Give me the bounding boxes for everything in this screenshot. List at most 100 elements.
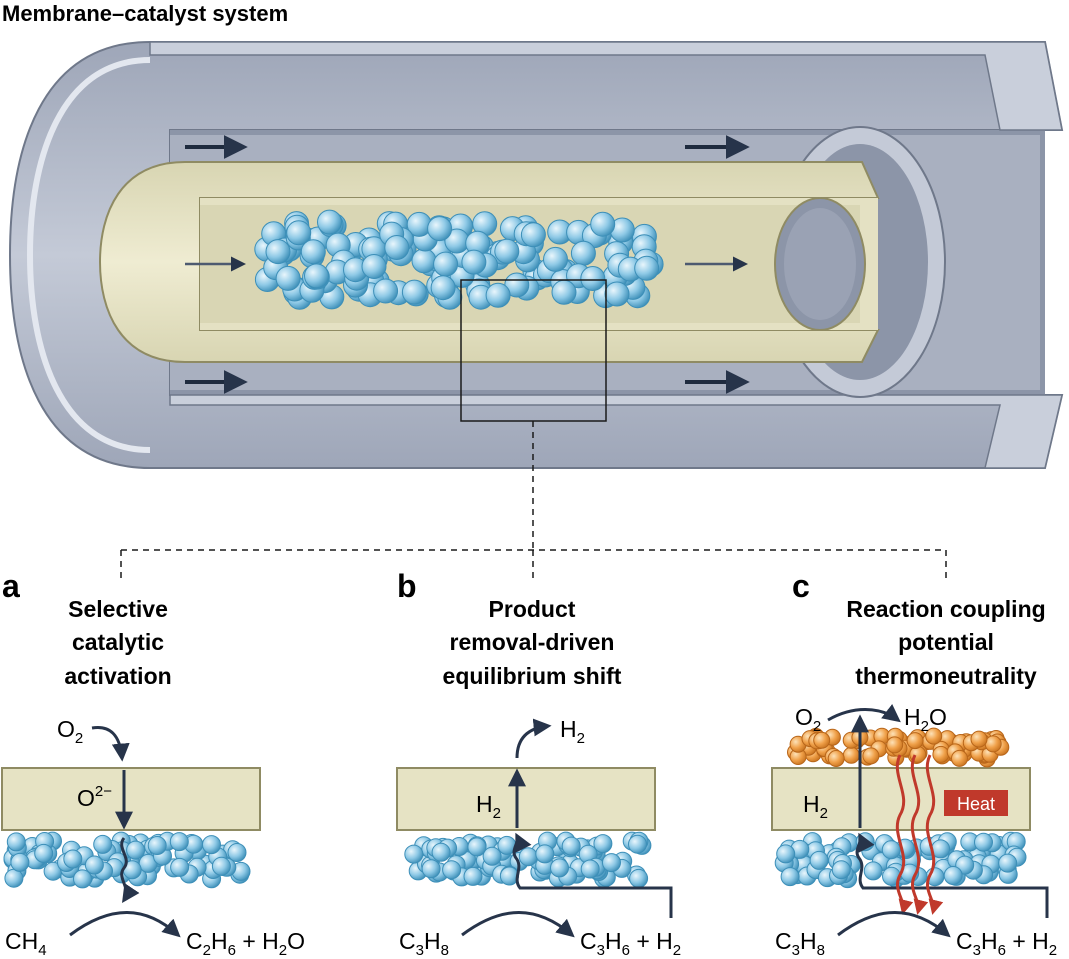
outer-tube-cut-bottom xyxy=(169,394,1063,469)
catalyst-bead xyxy=(951,749,968,767)
catalyst-bead xyxy=(634,255,660,281)
panel-a-membrane xyxy=(1,767,261,831)
catalyst-bead xyxy=(984,735,1002,753)
outer-tube xyxy=(8,41,1064,469)
catalyst-bed xyxy=(254,209,664,310)
catalyst-bead xyxy=(580,859,600,879)
catalyst-bead xyxy=(580,266,606,291)
panel-a-wavy-path xyxy=(120,837,140,903)
catalyst-bead xyxy=(227,843,247,862)
catalyst-bead xyxy=(780,867,800,887)
catalyst-bead xyxy=(431,842,451,862)
catalyst-bead xyxy=(433,251,459,277)
catalyst-bead xyxy=(427,216,453,242)
catalyst-bead xyxy=(925,727,943,745)
panel-c-title-1: Reaction coupling xyxy=(846,596,1045,622)
catalyst-bead xyxy=(304,263,329,289)
heat-badge xyxy=(944,790,1008,816)
panel-c-h2o: H2O xyxy=(904,704,947,735)
catalyst-bead xyxy=(831,860,851,880)
catalyst-bead xyxy=(463,866,483,886)
panel-b-h2-exit-arrow xyxy=(515,718,552,759)
panel-b-title-1: Product xyxy=(489,596,576,622)
panel-c-h2-membrane: H2 xyxy=(803,791,828,822)
panel-a-catalyst-layer xyxy=(3,831,251,889)
membrane-tube xyxy=(98,161,880,363)
panel-b-products: C3H6 + H2 xyxy=(580,928,681,959)
panel-c-o2-arrow xyxy=(827,704,901,723)
panel-c-letter: c xyxy=(792,568,810,604)
panel-a-title-1: Selective xyxy=(68,596,168,622)
figure-title: Membrane–catalyst system xyxy=(2,1,288,26)
panel-c-reaction-arrow xyxy=(837,911,951,938)
catalyst-bead xyxy=(813,731,831,749)
panel-b-reactant: C3H8 xyxy=(399,928,449,959)
catalyst-bead xyxy=(970,730,988,748)
catalyst-bead xyxy=(126,840,146,860)
panel-c-reactant: C3H8 xyxy=(775,928,825,959)
outer-tube-rim xyxy=(26,57,151,453)
panel-b-membrane xyxy=(396,767,656,831)
catalyst-bead xyxy=(84,855,104,875)
catalyst-bead xyxy=(4,868,24,888)
panel-a-o2: O2 xyxy=(57,716,83,747)
panel-a-o2-arrow xyxy=(91,725,130,762)
catalyst-bead xyxy=(73,869,92,889)
panel-b-product-path xyxy=(512,832,673,918)
catalyst-bead xyxy=(361,254,387,279)
panel-a-reaction-arrow xyxy=(69,911,181,938)
catalyst-bead xyxy=(604,281,630,307)
catalyst-bead xyxy=(317,209,342,235)
catalyst-bead xyxy=(401,279,427,305)
panel-c-products: C3H6 + H2 xyxy=(956,928,1057,959)
catalyst-bead xyxy=(430,275,456,301)
catalyst-bead xyxy=(499,866,519,886)
catalyst-bead xyxy=(827,750,845,767)
catalyst-bead xyxy=(169,832,189,852)
catalyst-bead xyxy=(809,850,829,870)
catalyst-bead xyxy=(862,747,880,765)
catalyst-bead xyxy=(34,843,54,863)
panel-b-h2-top: H2 xyxy=(560,716,585,747)
catalyst-bead xyxy=(421,859,441,879)
catalyst-bead xyxy=(570,240,596,266)
catalyst-bead xyxy=(520,222,546,248)
catalyst-bead xyxy=(974,832,993,852)
catalyst-bead xyxy=(202,835,221,855)
panel-a-title-2: catalytic xyxy=(72,629,164,655)
panel-b-catalyst-layer xyxy=(404,831,652,888)
catalyst-bead xyxy=(384,235,410,260)
catalyst-bead xyxy=(373,278,399,304)
catalyst-bead xyxy=(906,732,924,750)
catalyst-bead xyxy=(590,211,616,237)
catalyst-bead xyxy=(6,832,26,852)
heat-arrows xyxy=(895,754,944,915)
panel-a-reactant: CH4 xyxy=(5,928,47,959)
catalyst-bead xyxy=(535,844,555,864)
catalyst-bead xyxy=(404,844,424,864)
catalyst-bead xyxy=(998,853,1018,873)
catalyst-bead xyxy=(461,249,487,275)
panel-a: a Selective catalytic activation O2 O2− … xyxy=(1,568,305,959)
panel-b-title-2: removal-driven xyxy=(450,629,615,655)
catalyst-bead xyxy=(275,265,301,291)
catalyst-bead xyxy=(943,866,963,885)
catalyst-bead xyxy=(551,279,577,305)
tube-diagram xyxy=(8,41,1064,469)
panel-b-h2-membrane: H2 xyxy=(476,791,501,822)
catalyst-bead xyxy=(550,858,569,878)
catalyst-bead xyxy=(776,844,796,864)
catalyst-bead xyxy=(265,239,291,265)
heat-label: Heat xyxy=(957,794,995,814)
catalyst-bead xyxy=(602,853,621,873)
panel-c-title-3: thermoneutrality xyxy=(855,663,1037,689)
catalyst-bead xyxy=(494,238,520,264)
catalyst-bead xyxy=(10,852,30,872)
catalyst-bead xyxy=(411,248,437,274)
catalyst-bead xyxy=(63,849,83,869)
panel-c-orange-catalyst-layer xyxy=(787,727,1010,768)
panel-b-letter: b xyxy=(397,568,417,604)
panel-b-reaction-arrow xyxy=(461,911,575,938)
catalyst-bead xyxy=(932,745,950,763)
panel-c: c Reaction coupling potential thermoneut… xyxy=(771,568,1057,959)
